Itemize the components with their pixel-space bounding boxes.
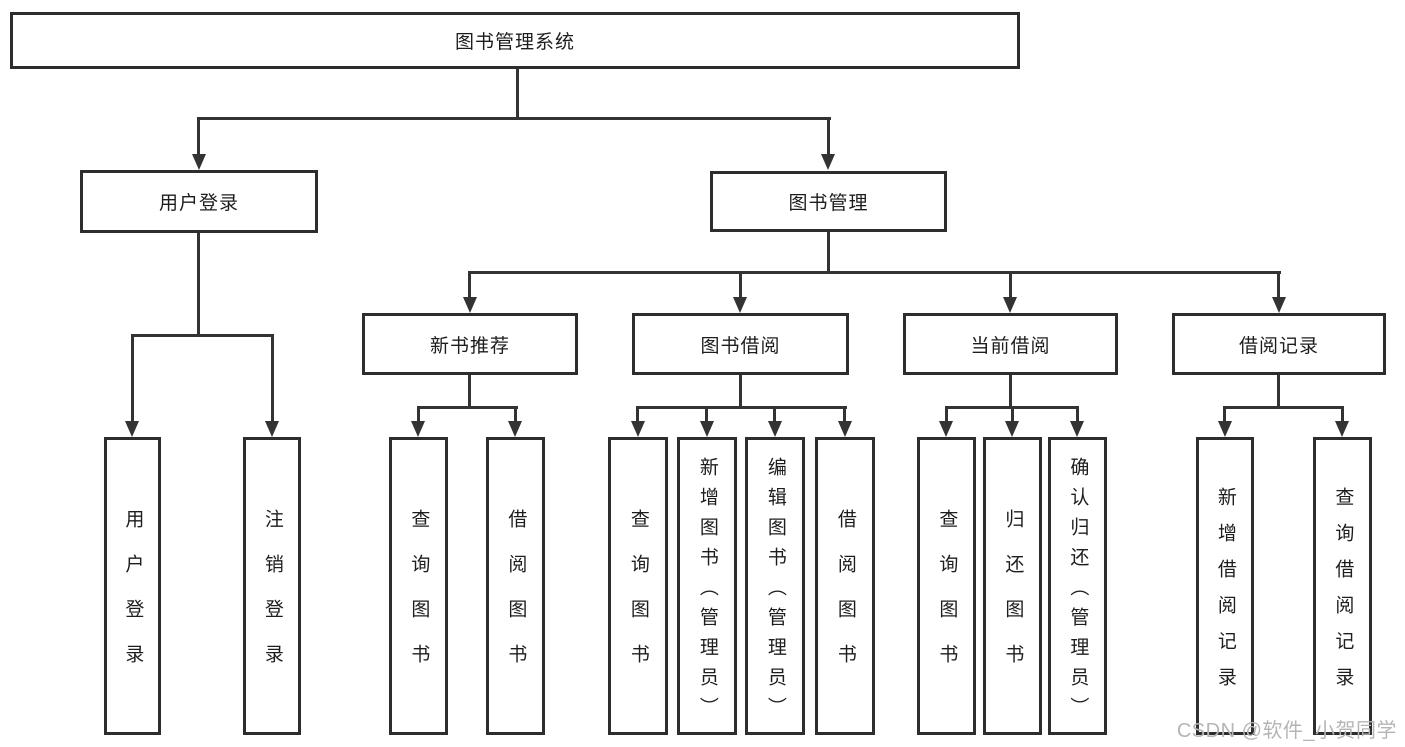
- arrow-down-new-book-recommend: [463, 297, 477, 313]
- leaf-borrow-add-books-admin: 新增图书（管理员）: [677, 437, 737, 735]
- connector-to-leaf-user-login: [131, 334, 134, 422]
- leaf-borrow-borrow-books-label: 借阅图书: [834, 509, 856, 689]
- connector-to-nb-borrow: [514, 406, 517, 422]
- connector-newbook-branch: [417, 406, 518, 409]
- connector-to-bb-add: [705, 406, 708, 422]
- arrow-down-user-login: [192, 154, 206, 170]
- connector-to-user-login: [197, 117, 200, 155]
- leaf-borrow-edit-books-admin-label: 编辑图书（管理员）: [764, 456, 786, 727]
- arrow-down-leaf-user-login: [125, 421, 139, 437]
- connector-root-stem: [516, 68, 519, 118]
- connector-to-cb-return: [1011, 406, 1014, 422]
- leaf-borrow-query-books-label: 查询图书: [627, 509, 649, 689]
- arrow-down-nb-query: [411, 421, 425, 437]
- node-borrow-records-label: 借阅记录: [1238, 335, 1319, 357]
- leaf-records-add-record-label: 新增借阅记录: [1214, 486, 1236, 703]
- leaf-borrow-add-books-admin-label: 新增图书（管理员）: [696, 456, 718, 727]
- leaf-current-confirm-return-admin: 确认归还（管理员）: [1048, 437, 1107, 735]
- node-borrow-records: 借阅记录: [1172, 313, 1386, 375]
- connector-to-bb-edit: [773, 406, 776, 422]
- leaf-user-login-label: 用户登录: [122, 509, 144, 689]
- arrow-down-cb-query: [939, 421, 953, 437]
- connector-to-new-book-recommend: [468, 271, 471, 299]
- connector-to-book-borrow: [739, 271, 742, 299]
- connector-to-cb-confirm: [1076, 406, 1079, 422]
- leaf-current-return-books: 归还图书: [983, 437, 1042, 735]
- leaf-newbook-query-books-label: 查询图书: [408, 509, 430, 689]
- connector-records-branch: [1223, 406, 1344, 409]
- leaf-records-add-record: 新增借阅记录: [1196, 437, 1254, 735]
- connector-to-leaf-logout: [271, 334, 274, 422]
- arrow-down-br-query: [1335, 421, 1349, 437]
- leaf-current-query-books: 查询图书: [917, 437, 976, 735]
- connector-to-borrow-records: [1277, 271, 1280, 299]
- connector-to-br-add: [1223, 406, 1226, 422]
- connector-to-current-borrow: [1009, 271, 1012, 299]
- leaf-borrow-edit-books-admin: 编辑图书（管理员）: [745, 437, 805, 735]
- leaf-logout-label: 注销登录: [261, 509, 283, 689]
- arrow-down-cb-confirm: [1070, 421, 1084, 437]
- connector-to-nb-query: [417, 406, 420, 422]
- connector-records-stem: [1277, 375, 1280, 409]
- node-root-label: 图书管理系统: [454, 32, 575, 53]
- node-user-login-label: 用户登录: [158, 193, 239, 214]
- leaf-current-query-books-label: 查询图书: [936, 509, 958, 689]
- leaf-records-query-record: 查询借阅记录: [1313, 437, 1372, 735]
- leaf-current-confirm-return-admin-label: 确认归还（管理员）: [1067, 456, 1089, 727]
- connector-to-book-management: [827, 117, 830, 155]
- arrow-down-bb-add: [700, 421, 714, 437]
- arrow-down-leaf-logout: [265, 421, 279, 437]
- arrow-down-current-borrow: [1003, 297, 1017, 313]
- node-new-book-recommend: 新书推荐: [362, 313, 578, 375]
- connector-to-br-query: [1341, 406, 1344, 422]
- arrow-down-cb-return: [1005, 421, 1019, 437]
- node-current-borrow-label: 当前借阅: [970, 335, 1051, 357]
- leaf-records-query-record-label: 查询借阅记录: [1332, 486, 1354, 703]
- arrow-down-bb-borrow: [838, 421, 852, 437]
- connector-bookmgmt-stem: [827, 232, 830, 273]
- node-user-login: 用户登录: [80, 170, 318, 233]
- node-current-borrow: 当前借阅: [903, 313, 1118, 375]
- leaf-newbook-query-books: 查询图书: [389, 437, 448, 735]
- connector-newbook-stem: [468, 375, 471, 409]
- connector-bookborrow-branch: [636, 406, 847, 409]
- arrow-down-bb-query: [631, 421, 645, 437]
- node-root: 图书管理系统: [10, 12, 1020, 69]
- leaf-borrow-query-books: 查询图书: [608, 437, 668, 735]
- connector-to-bb-borrow: [843, 406, 846, 422]
- connector-bookmgmt-branch: [468, 271, 1281, 274]
- node-book-management-label: 图书管理: [788, 193, 869, 214]
- connector-currentborrow-stem: [1009, 375, 1012, 409]
- connector-userlogin-branch: [131, 334, 274, 337]
- csdn-watermark: CSDN @软件_小贺同学: [1176, 720, 1397, 742]
- leaf-user-login: 用户登录: [104, 437, 161, 735]
- connector-to-bb-query: [636, 406, 639, 422]
- connector-root-branch: [197, 117, 831, 120]
- node-book-borrow: 图书借阅: [632, 313, 849, 375]
- arrow-down-book-management: [821, 154, 835, 170]
- leaf-current-return-books-label: 归还图书: [1002, 509, 1024, 689]
- connector-bookborrow-stem: [739, 375, 742, 409]
- node-book-management: 图书管理: [710, 171, 947, 232]
- arrow-down-borrow-records: [1272, 297, 1286, 313]
- arrow-down-nb-borrow: [508, 421, 522, 437]
- node-new-book-recommend-label: 新书推荐: [429, 335, 510, 357]
- connector-to-cb-query: [945, 406, 948, 422]
- connector-userlogin-stem: [197, 233, 200, 336]
- leaf-logout: 注销登录: [243, 437, 301, 735]
- leaf-borrow-borrow-books: 借阅图书: [815, 437, 875, 735]
- leaf-newbook-borrow-books: 借阅图书: [486, 437, 545, 735]
- leaf-newbook-borrow-books-label: 借阅图书: [505, 509, 527, 689]
- arrow-down-bb-edit: [768, 421, 782, 437]
- arrow-down-book-borrow: [733, 297, 747, 313]
- node-book-borrow-label: 图书借阅: [700, 335, 781, 357]
- arrow-down-br-add: [1218, 421, 1232, 437]
